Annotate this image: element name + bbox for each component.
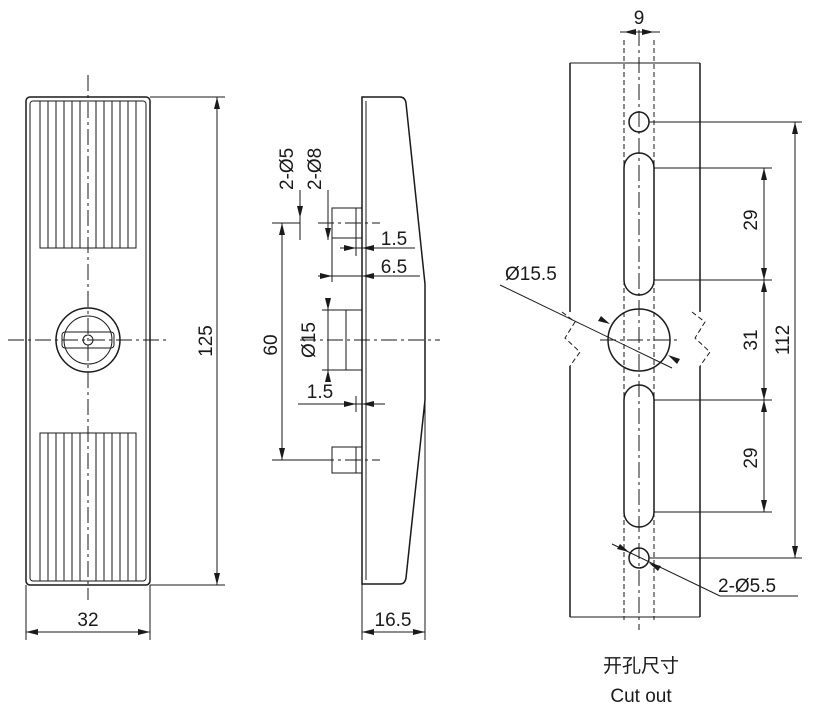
side-view: 2-Ø5 2-Ø8 1.5 6.5 (261, 96, 440, 640)
screw-label-b: 2-Ø8 (305, 148, 326, 190)
caption-english: Cut out (610, 686, 672, 707)
break-line-left (561, 311, 581, 367)
cutout-view: 9 29 Ø15.5 31 29 (499, 8, 802, 707)
small-holes-label: 2-Ø5.5 (718, 576, 776, 597)
dim-6-5-label: 6.5 (381, 257, 407, 278)
front-view: 125 32 (8, 75, 225, 640)
caption-chinese: 开孔尺寸 (603, 655, 679, 677)
upper-grip (39, 100, 137, 249)
dim-15: Ø15 (299, 298, 346, 382)
dim-15-label: Ø15 (299, 322, 320, 358)
dim-6-5: 6.5 (318, 238, 420, 282)
front-width-label: 32 (77, 610, 98, 631)
hole-15-5-label: Ø15.5 (505, 264, 557, 285)
mid-spacing-label: 31 (741, 329, 762, 350)
dim-16-5: 16.5 (361, 400, 426, 640)
dim-1-5-top: 1.5 (340, 229, 415, 256)
front-height-label: 125 (196, 325, 217, 357)
dim-1-5-top-label: 1.5 (381, 229, 407, 250)
dim-9: 9 (620, 8, 660, 35)
overall-112-label: 112 (773, 325, 794, 355)
width-9-label: 9 (634, 8, 645, 29)
dim-1-5-bottom-label: 1.5 (307, 382, 333, 403)
break-line-right (691, 311, 711, 367)
dim-1-5-bottom: 1.5 (298, 382, 385, 412)
depth-label: 16.5 (375, 610, 412, 631)
dim-32: 32 (25, 585, 151, 640)
dim-125: 125 (150, 96, 225, 586)
screw-label-a: 2-Ø5 (277, 148, 298, 190)
dim-60: 60 (261, 222, 330, 461)
upper-slot-label: 29 (741, 209, 762, 230)
dim-60-label: 60 (261, 334, 282, 355)
lower-slot-label: 29 (741, 447, 762, 468)
dim-screw-diameters: 2-Ø5 2-Ø8 (277, 148, 331, 240)
lower-grip (39, 432, 137, 582)
